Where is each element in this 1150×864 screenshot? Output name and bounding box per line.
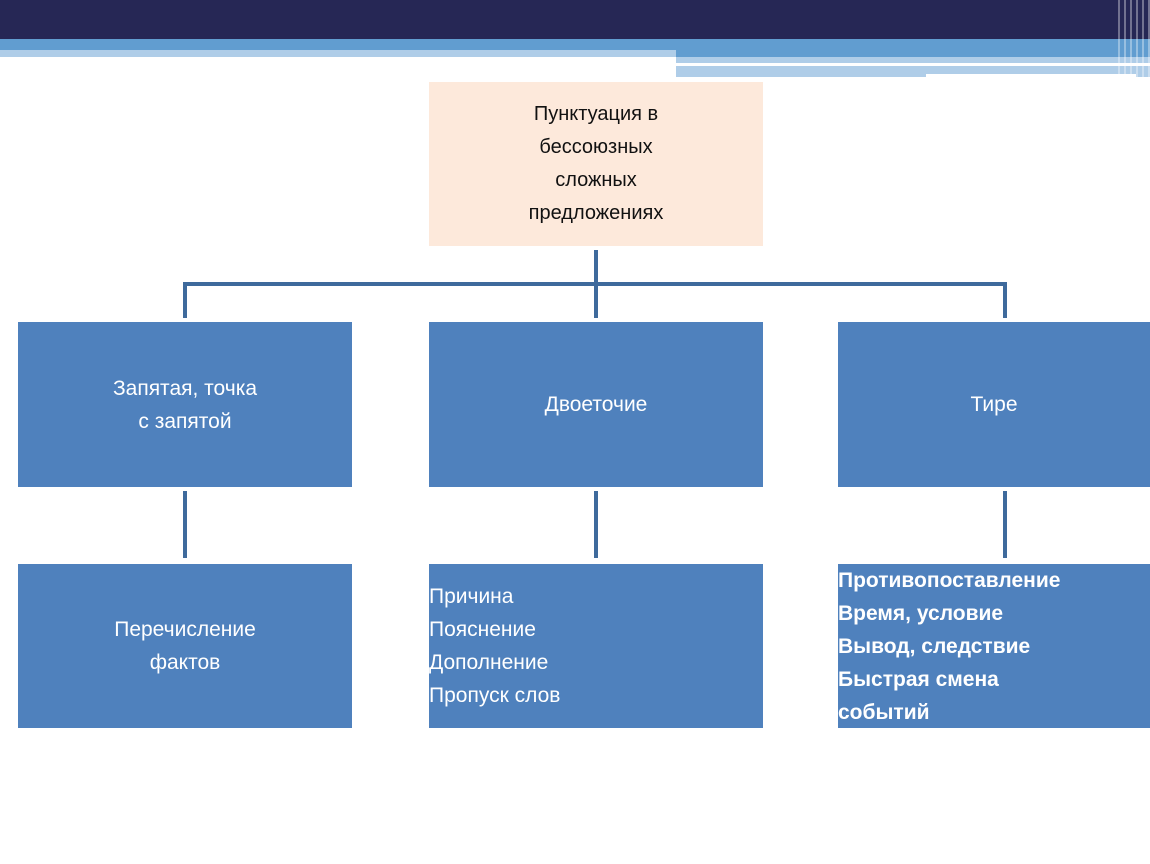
meaning-line: Пропуск слов [429, 684, 561, 707]
meaning-dash: Противопоставление Время, условие Вывод,… [838, 564, 1150, 728]
root-node: Пунктуация в бессоюзных сложных предложе… [429, 82, 763, 246]
meaning-line: Вывод, следствие [838, 635, 1031, 658]
connector [183, 282, 187, 318]
meaning-line: Быстрая смена [838, 668, 999, 691]
branch-comma-semicolon: Запятая, точка с запятой [18, 322, 352, 487]
branch-label: Двоеточие [544, 393, 648, 416]
connector [183, 282, 1007, 286]
meaning-line: Перечисление [114, 618, 256, 641]
branch-dash: Тире [838, 322, 1150, 487]
root-line: предложениях [528, 202, 664, 224]
root-line: бессоюзных [539, 136, 653, 158]
branch-label: Тире [970, 393, 1018, 416]
connector [1003, 282, 1007, 318]
connector [594, 491, 598, 558]
connector [183, 491, 187, 558]
header-stripe-white [926, 74, 1136, 78]
header-bar [0, 0, 1150, 39]
header-stripe-light-3 [676, 66, 1150, 77]
connector [1003, 491, 1007, 558]
root-line: Пунктуация в [533, 103, 659, 125]
header-stripe-light [0, 50, 676, 57]
meaning-line: Дополнение [429, 651, 549, 674]
root-line: сложных [555, 169, 637, 191]
header-vertical-lines [1118, 0, 1150, 78]
meaning-line: событий [838, 701, 930, 724]
header-stripe-light-2 [676, 57, 1150, 63]
meaning-line: Противопоставление [838, 569, 1061, 592]
meaning-line: Время, условие [838, 602, 1004, 625]
meaning-line: Пояснение [429, 618, 536, 641]
meaning-comma-semicolon: Перечисление фактов [18, 564, 352, 728]
meaning-line: Причина [429, 585, 514, 608]
meaning-line: фактов [149, 651, 221, 674]
branch-colon: Двоеточие [429, 322, 763, 487]
branch-label: с запятой [138, 409, 232, 433]
meaning-colon: Причина Пояснение Дополнение Пропуск сло… [429, 564, 763, 728]
branch-label: Запятая, точка [112, 376, 258, 400]
